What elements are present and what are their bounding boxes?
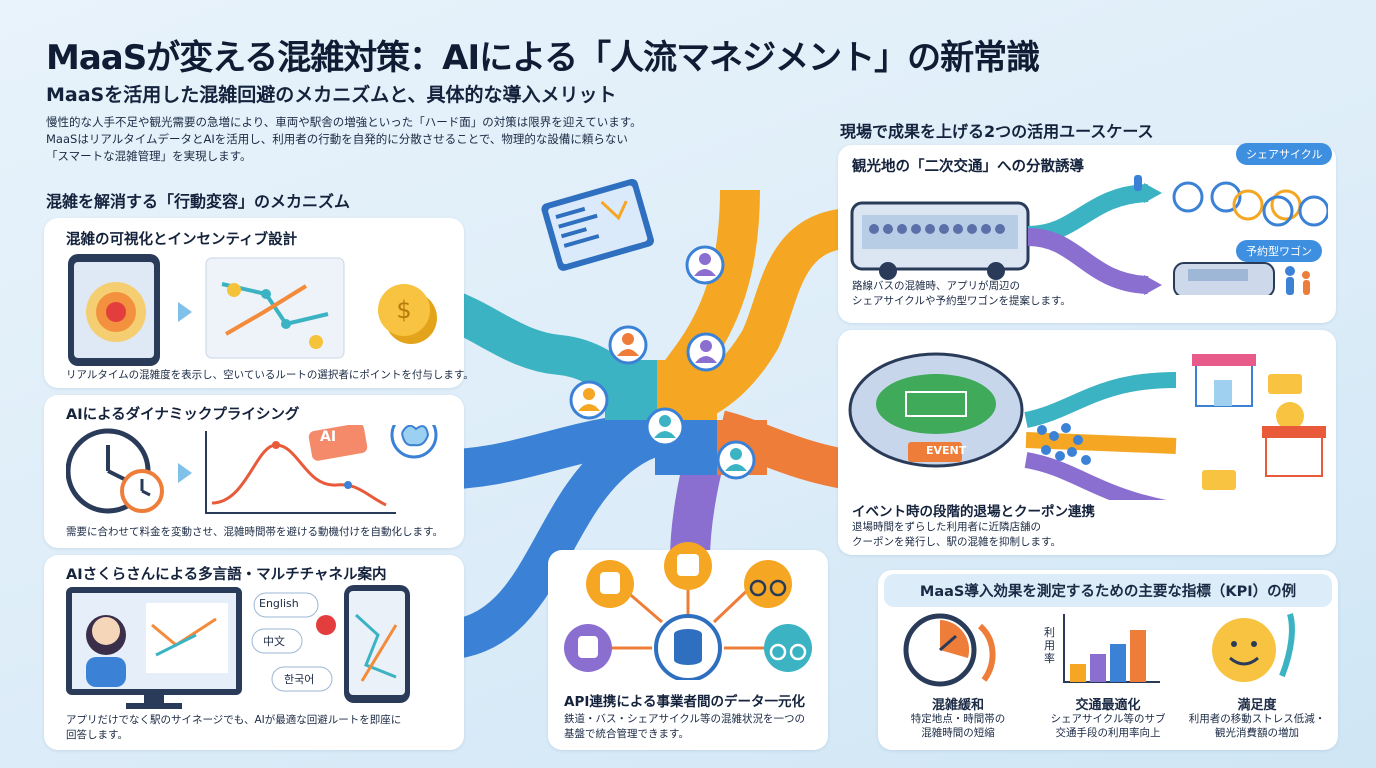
visualization-card-caption: リアルタイムの混雑度を表示し、空いているルートの選択者にポイントを付与します。 xyxy=(66,369,474,381)
api-card-caption-2: 基盤で統合管理できます。 xyxy=(564,728,689,740)
visualization-card-title: 混雑の可視化とインセンティブ設計 xyxy=(66,232,298,248)
coupon-icon-2 xyxy=(1202,470,1236,490)
kpi-illustration xyxy=(903,613,1295,687)
share-cycle-label: シェアサイクル xyxy=(1236,143,1333,165)
usecases-heading: 現場で成果を上げる2つの活用ユースケース xyxy=(840,122,1154,141)
speech-bubbles-icon xyxy=(251,592,336,692)
coin-icon: $ xyxy=(378,284,437,344)
kpi-congestion-sub-1: 特定地点・時間帯の xyxy=(910,713,1006,725)
event-caption-1: 退場時間をずらした利用者に近隣店舗の xyxy=(852,521,1041,533)
pricing-card-title: AIによるダイナミックプライシング xyxy=(66,407,300,423)
event-caption-2: クーポンを発行し、駅の混雑を抑制します。 xyxy=(852,536,1061,548)
multilingual-card: AIさくらさんによる多言語・マルチチャネル案内 English 中文 한국어 ア… xyxy=(44,555,464,750)
pricing-card-caption: 需要に合わせて料金を変動させ、混雑時間帯を避ける動機付けを自動化します。 xyxy=(66,526,443,538)
crowd-icon xyxy=(1037,423,1091,465)
smile-face-icon xyxy=(1212,613,1295,682)
price-curve-chart xyxy=(205,431,396,514)
bicycle-icon-right xyxy=(764,624,812,672)
multilingual-caption-2: 回答します。 xyxy=(66,729,128,741)
stadium-icon xyxy=(848,352,1024,468)
brain-icon xyxy=(390,425,438,459)
tourism-caption-2: シェアサイクルや予約型ワゴンを提案します。 xyxy=(852,295,1071,307)
smartphone-route-icon xyxy=(344,585,410,703)
dashboard-board-icon xyxy=(541,178,654,271)
multilingual-illustration xyxy=(66,585,410,709)
kpi-transport-sub-1: シェアサイクル等のサブ xyxy=(1050,713,1166,725)
event-illustration xyxy=(848,352,1326,500)
event-card: EVENT イベント時の段階的退場とクーポン連携 退場時間をずらした利用者に近隣… xyxy=(838,330,1336,555)
intro-line-2: MaaSはリアルタイムデータとAIを活用し、利用者の行動を自発的に分散させること… xyxy=(46,132,628,146)
event-sign-label: EVENT xyxy=(926,444,967,457)
visualization-card: 混雑の可視化とインセンティブ設計 $ リアルタイムの混雑度を表示し、空いているル… xyxy=(44,218,474,388)
pricing-card: AIによるダイナミックプライシング AI 需要に合わせて料金を変動させ、混雑時間… xyxy=(44,395,464,548)
multilingual-card-title: AIさくらさんによる多言語・マルチチャネル案内 xyxy=(66,567,387,583)
api-card: API連携による事業者間のデータ一元化 鉄道・バス・シェアサイクル等の混雑状況を… xyxy=(548,542,828,750)
multilingual-caption-1: アプリだけでなく駅のサイネージでも、AIが最適な回避ルートを即座に xyxy=(66,714,402,726)
kpi-satisfaction-sub-1: 利用者の移動ストレス低減・ xyxy=(1188,713,1326,725)
kpi-satisfaction-title: 満足度 xyxy=(1237,698,1277,713)
reservation-wagon-label: 予約型ワゴン xyxy=(1236,240,1322,262)
mechanism-heading: 混雑を解消する「行動変容」のメカニズム xyxy=(46,192,351,211)
user-avatar-icon-6 xyxy=(716,440,756,480)
intro-line-1: 慢性的な人手不足や観光需要の急増により、車両や駅舎の増強といった「ハード面」の対… xyxy=(46,115,642,129)
tourism-illustration xyxy=(850,175,1328,295)
page-subtitle: MaaSを活用した混雑回避のメカニズムと、具体的な導入メリット xyxy=(46,84,617,106)
bus-icon-top xyxy=(664,542,712,590)
user-avatar-icon-3 xyxy=(686,332,726,372)
signage-monitor-icon xyxy=(66,587,242,709)
shop-icon-2 xyxy=(1262,426,1326,477)
share-cycle-icon xyxy=(1172,181,1328,227)
kpi-satisfaction-sub-2: 観光消費額の増加 xyxy=(1215,727,1299,739)
smartphone-heatmap-icon xyxy=(68,254,160,366)
kpi-card: MaaS導入効果を測定するための主要な指標（KPI）の例 利用率 混雑緩和 特定… xyxy=(878,570,1338,750)
ai-badge-label: AI xyxy=(320,429,337,445)
svg-text:$: $ xyxy=(396,296,411,324)
api-card-title: API連携による事業者間のデータ一元化 xyxy=(564,694,805,710)
api-card-caption-1: 鉄道・バス・シェアサイクル等の混雑状況を一つの xyxy=(564,713,805,725)
visualization-illustration: $ xyxy=(68,254,437,366)
intro-line-3: 「スマートな混雑管理」を実現します。 xyxy=(46,149,252,163)
bubble-korean: 한국어 xyxy=(284,673,315,686)
bubble-chinese: 中文 xyxy=(263,635,285,648)
tourism-card-title: 観光地の「二次交通」への分散誘導 xyxy=(852,159,1084,175)
user-avatar-icon-1 xyxy=(685,245,725,285)
bubble-english: English xyxy=(259,597,299,610)
clock-icon xyxy=(66,428,164,514)
pricing-illustration xyxy=(66,425,438,514)
route-map-icon xyxy=(205,257,345,359)
user-avatar-icon-5 xyxy=(645,407,685,447)
database-icon xyxy=(654,614,722,680)
crowded-bus-icon xyxy=(850,201,1030,280)
timer-icon xyxy=(903,613,996,687)
smiley-icon xyxy=(1276,402,1304,430)
kpi-congestion-title: 混雑緩和 xyxy=(931,698,984,713)
bus-icon-left xyxy=(564,624,612,672)
shop-icon-1 xyxy=(1192,354,1256,407)
bar-chart-icon xyxy=(1063,614,1160,683)
family-icon xyxy=(1285,266,1310,295)
van-icon xyxy=(1173,262,1275,295)
tourism-caption-1: 路線バスの混雑時、アプリが周辺の xyxy=(852,280,1020,292)
arrow-right-icon xyxy=(178,463,192,483)
tourism-card: 観光地の「二次交通」への分散誘導 シェアサイクル 予約型ワゴン 路線バスの混雑時… xyxy=(838,143,1336,323)
kpi-heading: MaaS導入効果を測定するための主要な指標（KPI）の例 xyxy=(884,574,1332,607)
api-hub-illustration xyxy=(564,542,812,680)
kpi-axis-label: 利用率 xyxy=(1044,626,1055,665)
user-avatar-icon-4 xyxy=(569,380,609,420)
blue-stream-bottom xyxy=(438,415,666,660)
kpi-congestion-sub-2: 混雑時間の短縮 xyxy=(921,727,995,739)
kpi-transport-sub-2: 交通手段の利用率向上 xyxy=(1055,727,1161,739)
arrow-right-icon xyxy=(178,302,192,322)
bicycle-icon-top xyxy=(744,560,792,608)
event-card-title: イベント時の段階的退場とクーポン連携 xyxy=(852,504,1095,520)
kpi-transport-title: 交通最適化 xyxy=(1075,698,1141,713)
user-avatar-icon-2 xyxy=(608,325,648,365)
walking-person-icon-1 xyxy=(1134,175,1142,191)
coupon-icon-1 xyxy=(1268,374,1302,394)
page-title: MaaSが変える混雑対策：AIによる「人流マネジメント」の新常識 xyxy=(46,38,1040,78)
ai-badge-icon xyxy=(308,425,368,461)
train-icon xyxy=(586,560,634,608)
